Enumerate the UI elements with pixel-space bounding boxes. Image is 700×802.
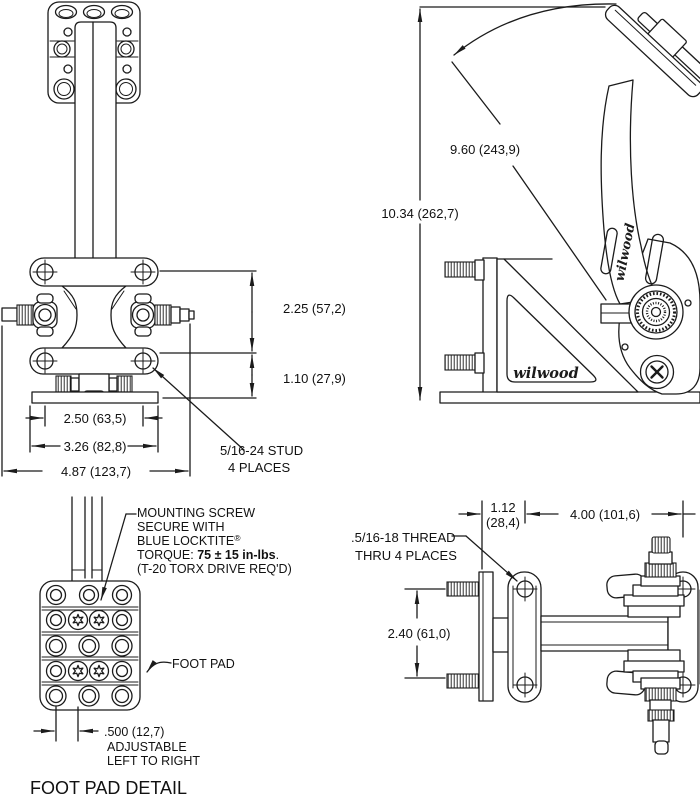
detail-title: FOOT PAD DETAIL [30, 778, 187, 798]
thread-callout-line2: THRU 4 PLACES [355, 548, 457, 563]
footpad-detail-annotations: MOUNTING SCREW SECURE WITH BLUE LOCKTITE… [30, 506, 292, 798]
dim-3-26: 3.26 (82,8) [64, 439, 127, 454]
dim-1-10: 1.10 (27,9) [283, 371, 346, 386]
side-view: wilwood wilwood 9.60 (243,9) 10.34 ( [381, 3, 700, 404]
stud-callout-line2: 4 PLACES [228, 460, 290, 475]
adjustable-note-line1: ADJUSTABLE [107, 740, 187, 754]
footpad-detail-arm [71, 496, 103, 584]
adjustable-note-line2: LEFT TO RIGHT [107, 754, 200, 768]
dim-9-60: 9.60 (243,9) [450, 142, 520, 157]
screw-note-line4: TORQUE: 75 ± 15 in-lbs. [137, 548, 279, 562]
screw-note-line3: BLUE LOCKTITE® [137, 533, 241, 548]
screw-note-line3-text: BLUE LOCKTITE [137, 534, 234, 548]
side-view-pedal: wilwood [600, 4, 700, 395]
front-view-hub-assembly [1, 257, 195, 404]
screw-note-torque-prefix: TORQUE: [137, 548, 197, 562]
rear-view-bottom-adjuster [606, 649, 685, 755]
rear-view: 1.12 (28,4) 4.00 (101,6) .5/16-18 THREAD… [351, 500, 700, 755]
footpad-detail-pad [39, 580, 141, 711]
bracket-logo: wilwood [513, 365, 578, 382]
dim-4-87: 4.87 (123,7) [61, 464, 131, 479]
dim-0-500: .500 (12,7) [104, 725, 164, 739]
thread-callout-line1: .5/16-18 THREAD [351, 530, 456, 545]
screw-note-line2: SECURE WITH [137, 520, 225, 534]
dim-4-00: 4.00 (101,6) [570, 507, 640, 522]
stud-callout-line1: 5/16-24 STUD [220, 443, 303, 458]
foot-pad-label: FOOT PAD [172, 657, 235, 671]
screw-note-line1: MOUNTING SCREW [137, 506, 255, 520]
side-view-pivot-hub: wilwood [513, 284, 692, 390]
side-view-dimensions: 9.60 (243,9) 10.34 (262,7) [381, 3, 617, 401]
rear-view-assembly [446, 536, 700, 755]
rear-view-dimensions: 1.12 (28,4) 4.00 (101,6) .5/16-18 THREAD… [351, 500, 696, 679]
dim-2-40: 2.40 (61,0) [388, 626, 451, 641]
front-view: 2.25 (57,2) 1.10 (27,9) 2.50 (63,5) 3.26… [1, 1, 346, 479]
screw-note-torque-value: 75 ± 15 in-lbs [197, 548, 275, 562]
front-view-dimensions: 2.25 (57,2) 1.10 (27,9) 2.50 (63,5) 3.26… [1, 270, 346, 479]
screw-note-reg-mark: ® [234, 533, 241, 543]
dim-1-12: 1.12 [490, 500, 515, 515]
dim-2-50: 2.50 (63,5) [64, 411, 127, 426]
dim-2-25: 2.25 (57,2) [283, 301, 346, 316]
screw-note-line5: (T-20 TORX DRIVE REQ'D) [137, 562, 292, 576]
dim-10-34: 10.34 (262,7) [381, 206, 458, 221]
screw-note-torque-suffix: . [276, 548, 279, 562]
rear-view-top-adjuster [606, 536, 685, 618]
front-view-pedal-arm [74, 21, 117, 261]
footpad-detail: MOUNTING SCREW SECURE WITH BLUE LOCKTITE… [30, 496, 292, 798]
side-view-bracket [439, 257, 700, 404]
dim-28-4: (28,4) [486, 515, 520, 530]
